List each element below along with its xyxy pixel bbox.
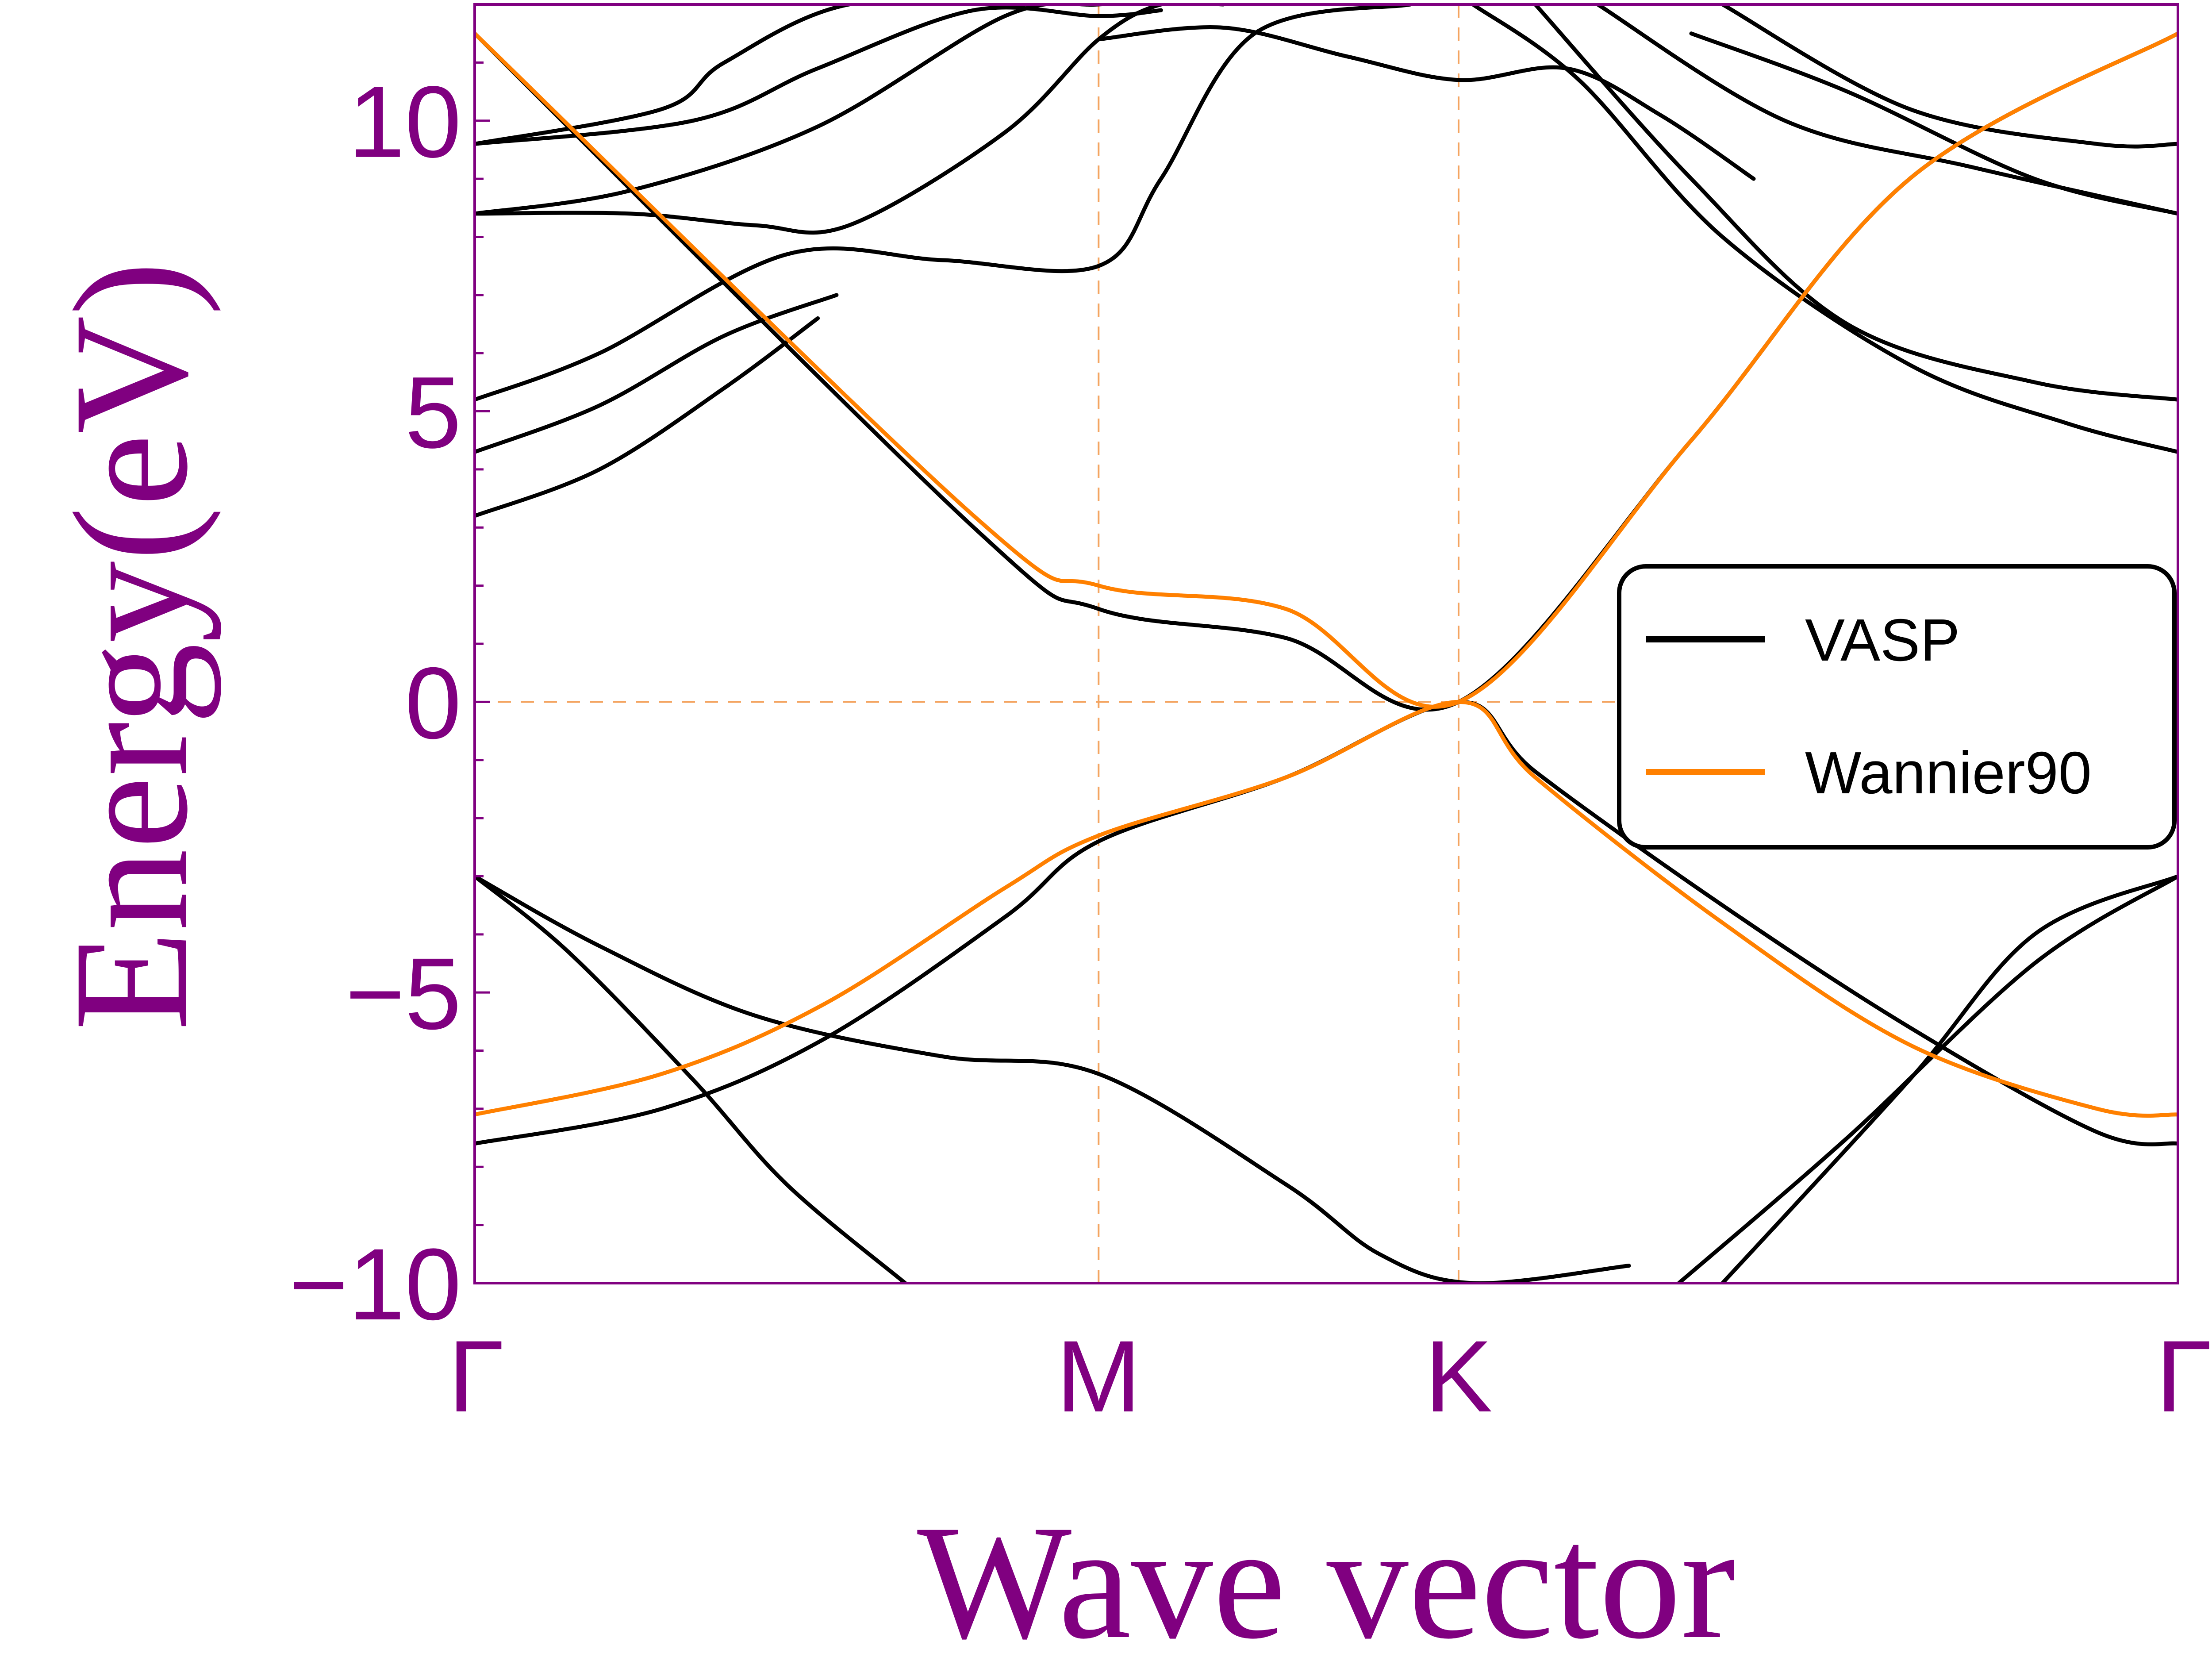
guide-lines [475,4,2178,1283]
y-tick-label: 5 [405,356,461,469]
legend-label-vasp: VASP [1805,607,1960,673]
x-kpoint-label-2: M [1056,1319,1141,1433]
vasp-band-16 [1533,4,2178,402]
vasp-band-8 [475,293,839,454]
x-kpoint-label-1: Γ [448,1319,504,1433]
vasp-band-4 [475,874,907,1283]
vasp-band-18 [1596,4,2178,216]
y-tick-label: 10 [348,65,461,179]
y-tick-label: −10 [289,1227,461,1341]
y-tick-label: −5 [346,937,461,1050]
x-kpoint-label-4: Γ [2156,1319,2212,1433]
wannier90-band-1 [475,700,2178,1118]
vasp-band-10 [475,4,1225,235]
vasp-band-9 [475,4,1413,402]
vasp-band-14 [1096,25,1756,181]
vasp-band-3 [475,874,1631,1283]
x-axis-title: Wave vector [917,1492,1736,1673]
vasp-band-6 [1720,874,2178,1283]
vasp-band-7 [475,316,820,518]
legend-label-wannier90: Wannier90 [1805,739,2092,806]
y-axis-ticks: −10 −5 0 5 10 [289,3,490,1341]
vasp-band-13 [475,4,1026,146]
x-kpoint-label-3: K [1425,1319,1492,1433]
vasp-band-19 [1720,4,2178,149]
y-axis-title: Energy(eV) [40,261,222,1031]
series-wannier90 [475,31,2178,1118]
legend: VASP Wannier90 [1617,564,2177,850]
y-tick-label: 0 [405,646,461,760]
vasp-band-15 [1471,4,2178,454]
wannier90-band-2 [475,31,2178,709]
vasp-band-12 [475,5,1163,146]
bands [475,4,2178,1283]
vasp-band-5 [1677,874,2178,1283]
